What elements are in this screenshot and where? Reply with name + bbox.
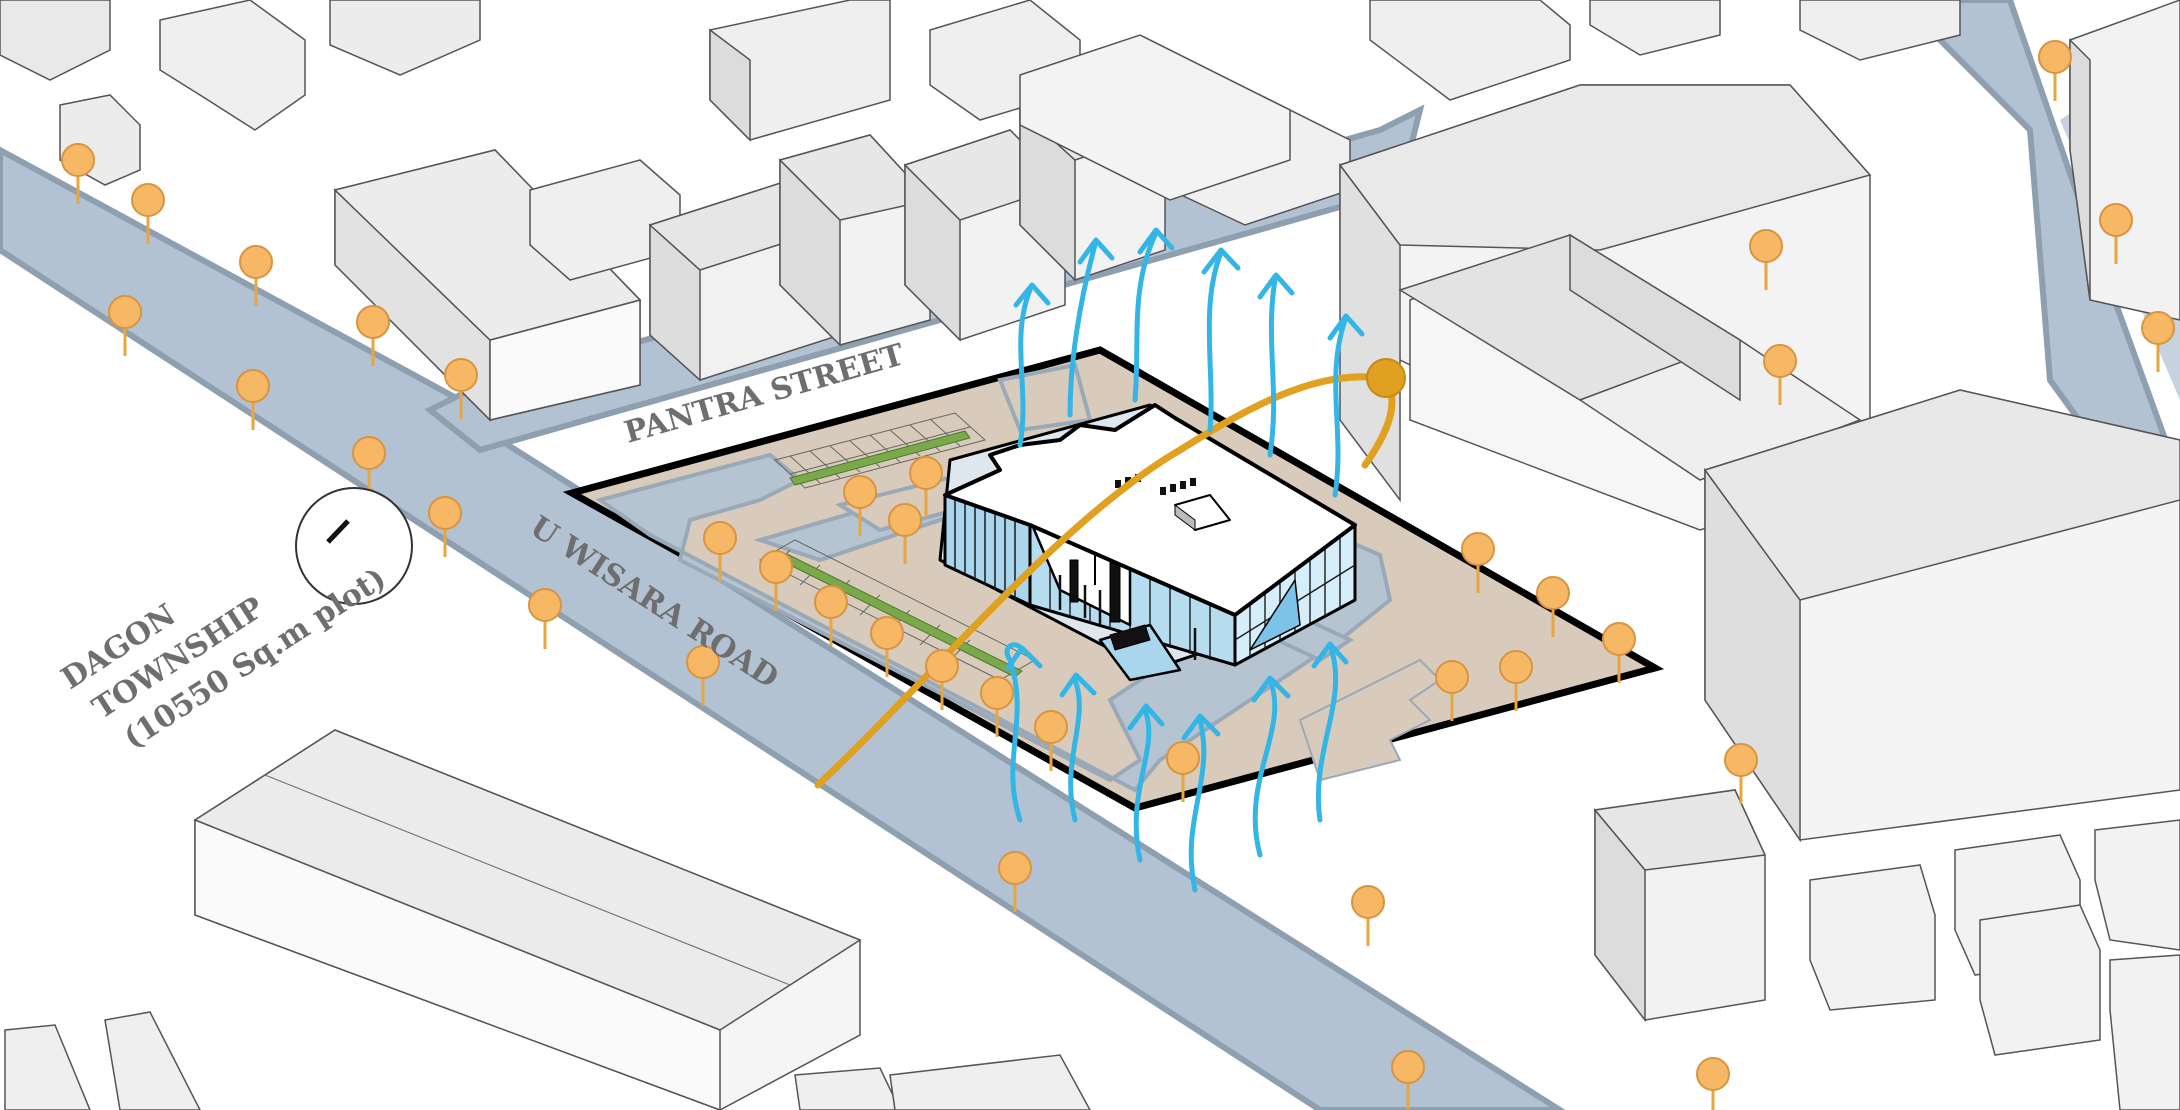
- tree-icon: [1697, 1058, 1729, 1110]
- tree-icon: [529, 589, 561, 649]
- tree-icon: [1352, 886, 1384, 946]
- sun-icon: [1367, 359, 1405, 397]
- building-block: [1705, 390, 2180, 840]
- building-block: [1595, 790, 2180, 1110]
- wind-arrow-icon: [1209, 255, 1220, 430]
- building-block: [2070, 0, 2180, 320]
- building-block: [195, 730, 860, 1110]
- wind-arrow-icon: [1270, 280, 1275, 455]
